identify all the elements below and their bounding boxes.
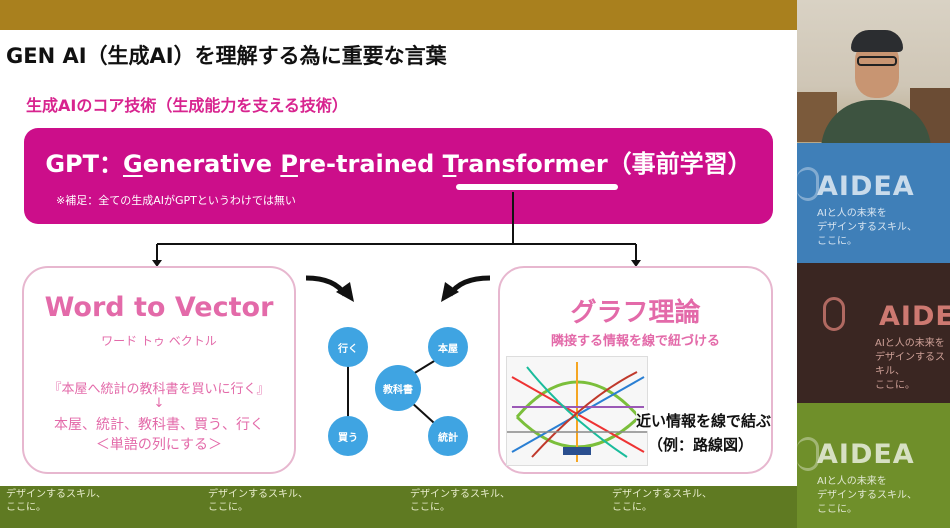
gpt-heading: GPT：Generative Pre-trained Transformer（事… (45, 150, 752, 178)
brain-icon (823, 297, 845, 331)
subway-map-lines (507, 357, 647, 465)
brand-title: AIDEA (817, 439, 915, 470)
presenter-camera (797, 0, 950, 143)
brand-tagline: AIと人の未来を デザインするスキル、 ここに。 (817, 476, 917, 515)
token-note: ＜単語の列にする＞ (95, 437, 223, 453)
brand-title: AIDEA (879, 301, 950, 332)
graph-node-iku: 行く (328, 327, 368, 367)
gpt-footnote: ※補足：全ての生成AIがGPTというわけでは無い (56, 194, 296, 207)
brand-title: AIDEA (817, 171, 915, 202)
presenter-cap (851, 30, 903, 52)
background-top-strip (0, 0, 800, 30)
brain-icon (797, 437, 819, 471)
transformer-highlight-bar (456, 184, 618, 190)
graph-caption: 近い情報を線で結ぶ (636, 410, 772, 431)
word-to-vector-title: Word to Vector (44, 292, 274, 323)
graph-theory-subtitle: 隣接する情報を線で紐づける (550, 334, 720, 349)
brand-panel-blue: AIDEA AIと人の未来を デザインするスキル、 ここに。 (797, 143, 950, 263)
graph-theory-title: グラフ理論 (570, 298, 701, 328)
brand-tagline: AIと人の未来を デザインするスキル、 ここに。 (875, 338, 945, 391)
graph-node-kyokasho: 教科書 (375, 365, 421, 411)
subway-map-image (506, 356, 648, 466)
graph-node-honya: 本屋 (428, 327, 468, 367)
graph-theory-box: グラフ理論 隣接する情報を線で紐づける 近い情報を線で結ぶ （例：路線図） (498, 266, 773, 474)
presenter-glasses (857, 56, 897, 66)
token-list: 本屋、統計、教科書、買う、行く (54, 417, 264, 433)
slide-subtitle: 生成AIのコア技術（生成能力を支える技術） (26, 96, 348, 115)
brand-panel-green: AIDEA AIと人の未来を デザインするスキル、 ここに。 (797, 403, 950, 528)
gpt-definition-box: GPT：Generative Pre-trained Transformer（事… (24, 128, 773, 224)
brain-icon (797, 167, 819, 201)
bottom-tagline-4: デザインするスキル、 ここに。 (612, 489, 712, 513)
brand-panel-dark: AIDEA AIと人の未来を デザインするスキル、 ここに。 (797, 263, 950, 403)
word-to-vector-reading: ワード トゥ ベクトル (101, 334, 217, 348)
bottom-tagline-3: デザインするスキル、 ここに。 (410, 489, 510, 513)
background-bottom-strip (0, 486, 800, 528)
bottom-tagline-1: デザインするスキル、 ここに。 (6, 489, 106, 513)
brand-tagline: AIと人の未来を デザインするスキル、 ここに。 (817, 208, 917, 247)
graph-caption-example: （例：路線図） (648, 436, 754, 454)
word-to-vector-box: Word to Vector ワード トゥ ベクトル 『本屋へ統計の教科書を買い… (22, 266, 296, 474)
graph-node-kau: 買う (328, 416, 368, 456)
bottom-tagline-2: デザインするスキル、 ここに。 (208, 489, 308, 513)
presentation-slide: GEN AI（生成AI）を理解する為に重要な言葉 生成AIのコア技術（生成能力を… (0, 30, 797, 486)
example-sentence: 『本屋へ統計の教科書を買いに行く』 (48, 382, 270, 397)
down-arrow-icon: ↓ (153, 396, 165, 411)
branch-connector-lines (152, 192, 641, 433)
graph-node-toukei: 統計 (428, 416, 468, 456)
slide-title: GEN AI（生成AI）を理解する為に重要な言葉 (6, 44, 447, 68)
